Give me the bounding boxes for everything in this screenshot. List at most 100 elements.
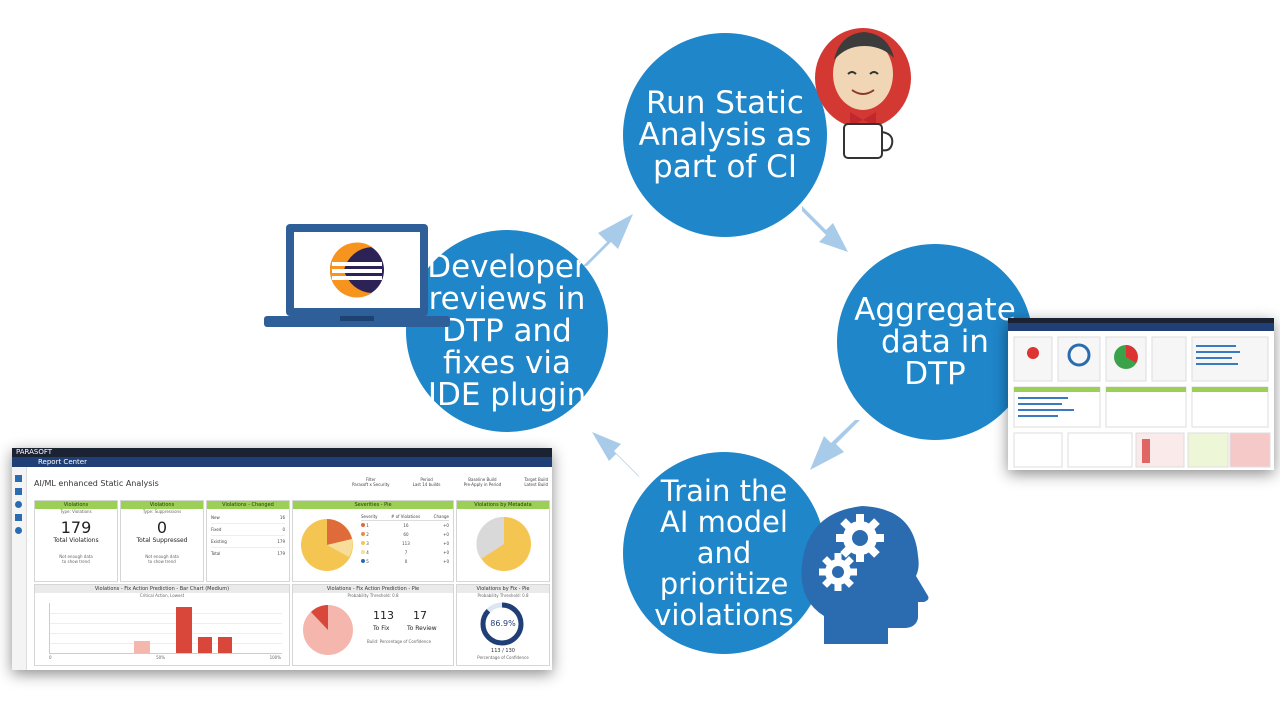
arrow-review-to-run — [583, 214, 633, 266]
filter-1-value: Parasoft x Security — [352, 482, 390, 487]
severity-change: +0 — [443, 532, 449, 537]
violations-panel-header: Violations — [35, 501, 117, 509]
bar-x-axis: 0 50% 100% — [49, 655, 281, 660]
bar — [134, 641, 150, 653]
thumbnail-widgets — [1013, 336, 1271, 468]
gauge-panel-header: Violations by Fix - Pie — [457, 585, 549, 593]
severity-level: 2 — [366, 532, 369, 537]
to-review-label: To Review — [407, 625, 437, 632]
screenshot-brandbar: PARASOFT — [12, 448, 552, 457]
bar-chart-panel: Violations - Fix Action Prediction - Bar… — [34, 584, 290, 666]
metadata-pie — [476, 516, 531, 571]
severity-level: 3 — [366, 541, 369, 546]
changed-row-label: Fixed — [211, 527, 222, 532]
severity-change: +0 — [443, 523, 449, 528]
violations-note-2: to show trend — [62, 559, 90, 564]
count-col-header: # of Violations — [390, 514, 421, 519]
bar — [218, 637, 232, 653]
suppressed-total-caption: Total Suppressed — [136, 537, 188, 544]
severity-count: 60 — [403, 532, 409, 537]
bar-x-tick: 0 — [49, 655, 52, 660]
step-aggregate-data: Aggregate data in DTP — [837, 244, 1033, 440]
metadata-panel-header: Violations by Metadata — [457, 501, 549, 509]
severity-change: +0 — [443, 541, 449, 546]
severity-row: 2 60 +0 — [361, 530, 449, 539]
fix-action-panel: Violations - Fix Action Prediction - Pie… — [292, 584, 454, 666]
users-icon — [15, 501, 22, 508]
changed-row-value: 0 — [282, 527, 285, 532]
suppressed-note-1: Not enough data — [145, 554, 179, 559]
arrow-train-to-review — [592, 432, 640, 478]
change-col-header: Change — [433, 514, 449, 519]
filter-4-label: Target Build — [524, 477, 548, 482]
dtp-dashboard-thumbnail — [1008, 318, 1274, 470]
reports-icon — [15, 488, 22, 495]
jenkins-butler-icon — [815, 28, 911, 159]
bar — [176, 607, 192, 653]
severity-row: 1 16 +0 — [361, 521, 449, 530]
gauge-footer: Percentage of Confidence — [477, 655, 529, 660]
settings-icon — [15, 514, 22, 521]
step-run-static-analysis: Run Static Analysis as part of CI — [623, 33, 827, 237]
changed-row: Fixed 0 — [211, 524, 285, 536]
gauge-value: 86.9% — [490, 619, 516, 628]
metadata-panel: Violations by Metadata — [456, 500, 550, 582]
fix-action-sub: Probability Threshold: 0.8 — [347, 593, 399, 598]
bar-x-tick: 100% — [269, 655, 281, 660]
changed-row-value: 179 — [277, 539, 285, 544]
severity-level: 5 — [366, 559, 369, 564]
severity-count: 16 — [403, 523, 409, 528]
dashboard-title: AI/ML enhanced Static Analysis — [34, 479, 159, 488]
laptop-eclipse-icon — [264, 224, 450, 327]
bar-chart-panel-header: Violations - Fix Action Prediction - Bar… — [35, 585, 289, 593]
fix-action-panel-header: Violations - Fix Action Prediction - Pie — [293, 585, 453, 593]
step-train-label: Train the AI model and prioritize violat… — [654, 473, 794, 632]
gauge-sub: Probability Threshold: 0.8 — [477, 593, 529, 598]
severity-count: 7 — [404, 550, 408, 555]
violations-panel: Violations Type: Violations 179 Total Vi… — [34, 500, 118, 582]
suppressed-note-2: to show trend — [148, 559, 176, 564]
arrow-run-to-aggregate — [802, 206, 848, 252]
violations-total-caption: Total Violations — [53, 537, 99, 544]
fix-action-footer: Build: Percentage of Confidence — [367, 639, 432, 644]
to-review-value: 17 — [413, 609, 427, 622]
severity-row: 4 7 +0 — [361, 548, 449, 557]
to-fix-value: 113 — [373, 609, 394, 622]
suppressed-panel: Violations Type: Suppressions 0 Total Su… — [120, 500, 204, 582]
left-tool-rail — [12, 467, 27, 670]
step-aggregate-label: Aggregate data in DTP — [854, 292, 1016, 392]
dashboard-icon — [15, 475, 22, 482]
changed-row-label: Total — [211, 551, 221, 556]
brand-name: PARASOFT — [16, 448, 53, 456]
bar — [198, 637, 212, 653]
severity-col-header: Severity — [361, 514, 378, 519]
severities-table: Severity # of Violations Change 1 16 +0 2 60 +… — [361, 513, 449, 566]
bar-chart-plot — [49, 603, 282, 654]
severity-level: 1 — [366, 523, 369, 528]
severity-change: +0 — [443, 550, 449, 555]
filter-3-value: Pre-Apply in Period — [463, 482, 502, 487]
severity-level: 4 — [366, 550, 369, 555]
severities-panel-header: Severities - Pie — [293, 501, 453, 509]
bar-chart-sub: Critical Action, Lowest — [139, 593, 185, 598]
screenshot-navbar: Report Center — [12, 457, 552, 467]
suppressed-sub: Type: Suppressions — [142, 509, 182, 514]
step-run-label: Run Static Analysis as part of CI — [638, 85, 812, 185]
add-icon — [15, 527, 22, 534]
suppressed-total-value: 0 — [156, 518, 168, 537]
severities-panel: Severities - Pie Severity # of Violations… — [292, 500, 454, 582]
violations-note-1: Not enough data — [59, 554, 93, 559]
filter-1-label: Filter — [365, 477, 376, 482]
step-developer-reviews: Developer reviews in DTP and fixes via I… — [406, 230, 608, 432]
